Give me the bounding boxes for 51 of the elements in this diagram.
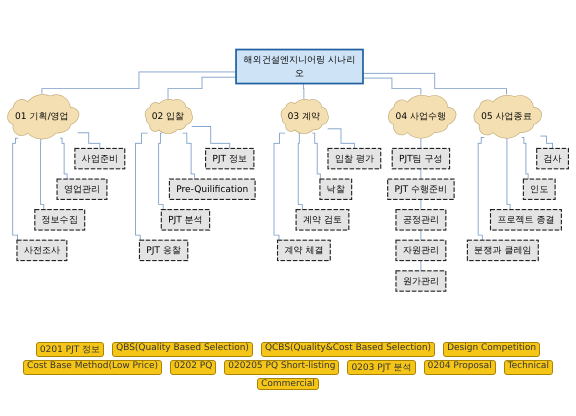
node-box: Pre-Quilification: [168, 178, 256, 200]
node-box: 사업준비: [74, 147, 126, 169]
connector: [77, 132, 100, 148]
node-box: 검사: [536, 147, 569, 169]
process-label: QBS(Quality Based Selection): [112, 342, 253, 357]
node-box: 해외건설엔지니어링 시나리오: [235, 48, 364, 84]
process-label: 020205 PQ Short-listing: [224, 360, 340, 375]
node-box: PJT 수행준비: [387, 178, 455, 200]
connector: [420, 260, 422, 271]
process-label: Cost Base Method(Low Price): [23, 360, 162, 375]
node-box: PJT팀 구성: [392, 147, 450, 169]
process-label: 0201 PJT 정보: [36, 342, 104, 357]
connector: [362, 77, 422, 95]
node-box: PJT 분석: [160, 208, 210, 230]
node-box: PJT 정보: [205, 147, 254, 169]
connector: [168, 76, 236, 99]
connector: [540, 135, 553, 148]
process-label: Technical: [504, 360, 553, 375]
node-box: 자원관리: [395, 239, 446, 261]
node-box: 입찰 평가: [327, 147, 382, 169]
connector: [302, 82, 304, 99]
node-box: 사전조사: [16, 239, 68, 261]
connector: [327, 128, 355, 148]
connector: [274, 132, 286, 240]
process-label: QCBS(Quality&Cost Based Selection): [260, 342, 436, 357]
connector: [478, 136, 487, 240]
node-box: 프로젝트 종결: [490, 208, 562, 230]
node-box: 정보수집: [34, 208, 86, 230]
connector: [521, 136, 531, 180]
connector: [420, 198, 422, 210]
connector: [362, 72, 507, 95]
process-label: 0204 Proposal: [424, 360, 496, 375]
process-label: 0203 PJT 분석: [347, 360, 416, 375]
process-label: 0202 PQ: [170, 360, 216, 375]
connector: [135, 132, 148, 240]
node-box: 영업관리: [56, 178, 108, 200]
node-box: 공정관리: [395, 208, 446, 230]
node-box: 원가관리: [395, 270, 446, 292]
connector: [40, 137, 48, 210]
connector: [420, 229, 422, 240]
process-label: Commercial: [257, 378, 319, 390]
node-box: 계약 체결: [276, 239, 331, 261]
node-box: 계약 검토: [296, 208, 350, 230]
node-box: 인도: [522, 178, 556, 200]
connector: [41, 71, 236, 94]
node-box: 분쟁과 클레임: [466, 239, 539, 261]
node-box: 낙찰: [319, 178, 352, 200]
connector: [60, 137, 70, 180]
connector: [191, 126, 230, 148]
process-label: Design Competition: [443, 342, 540, 357]
node-box: PJT 응찰: [138, 239, 188, 261]
